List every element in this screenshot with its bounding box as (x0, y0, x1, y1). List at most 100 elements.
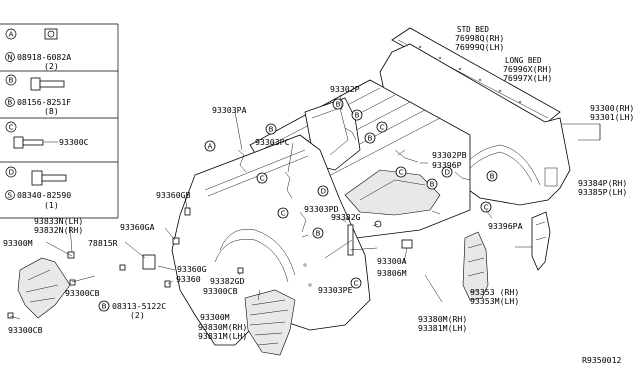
legend-part-d: 08340-82590 (17, 190, 71, 200)
svg-text:C: C (260, 175, 265, 183)
label-93300m-left: 93300M (3, 238, 33, 248)
bolt-icon (164, 280, 171, 288)
label-93353-rh: 93353 (RH) (470, 287, 519, 297)
bed-variant-note: STD BED 76998Q(RH) 76999Q(LH) LONG BED 7… (455, 25, 552, 83)
screw-icon (13, 136, 44, 149)
strap-icon (347, 224, 354, 256)
svg-text:D: D (445, 169, 450, 177)
gate-bracket-right (531, 211, 551, 271)
long-bed-label: LONG BED (505, 56, 542, 65)
rear-inner-panel (462, 231, 489, 301)
label-93396pa: 93396PA (488, 221, 523, 231)
label-93300a: 93300A (377, 256, 407, 266)
legend-part-a: 08918-6082A (17, 52, 71, 62)
std-bed-label: STD BED (457, 25, 489, 34)
fastener-legend: A N 08918-6082A (2) B B 08156-8251F (8) (0, 23, 119, 219)
legend-row-b: B B 08156-8251F (8) (5, 74, 71, 116)
flange-screw-icon (31, 170, 67, 186)
label-93302pb: 93302PB (432, 150, 467, 160)
label-93303pa: 93303PA (212, 105, 247, 115)
label-93300cb-mid: 93300CB (203, 286, 238, 296)
callout-d: D (317, 185, 329, 197)
diagram-reference-code: R9350012 (582, 355, 622, 365)
label-93302p: 93302P (330, 84, 360, 94)
callout-c: C (395, 166, 407, 178)
legend-prefix-b: B (8, 99, 13, 107)
callout-c: C (256, 172, 268, 184)
svg-text:B: B (269, 126, 274, 134)
svg-text:C: C (484, 204, 489, 212)
label-93360ga: 93360GA (120, 222, 155, 232)
legend-row-c: C 93300C (5, 121, 89, 149)
label-93303pc: 93303PC (255, 137, 290, 147)
clip-icon (119, 264, 126, 271)
label-08313-5122c: 08313-5122C (112, 301, 166, 311)
bracket-icon (142, 254, 156, 270)
callout-d: D (441, 166, 453, 178)
callout-b: B (364, 132, 376, 144)
long-bed-lh: 76997X(LH) (503, 73, 552, 83)
wire-harness (237, 127, 471, 233)
part-labels: 93303PA 93302P 93303PC 93302PB 93396P 93… (3, 84, 634, 365)
nut-icon (44, 28, 58, 40)
svg-text:C: C (281, 210, 286, 218)
legend-letter-b: B (9, 77, 14, 85)
label-93806m: 93806M (377, 268, 407, 278)
svg-text:B: B (430, 181, 435, 189)
label-93380m-rh: 93380M(RH) (418, 314, 467, 324)
std-bed-lh: 76999Q(LH) (455, 42, 504, 52)
label-78815r: 78815R (88, 238, 118, 248)
legend-part-b: 08156-8251F (17, 97, 71, 107)
svg-text:B: B (368, 135, 373, 143)
small-hardware (7, 207, 413, 319)
label-93303pe: 93303PE (318, 285, 353, 295)
legend-part-c: 93300C (59, 137, 89, 147)
svg-text:C: C (399, 169, 404, 177)
svg-text:B: B (102, 303, 107, 311)
leader-lines (9, 94, 601, 320)
svg-text:C: C (380, 124, 385, 132)
bolt-icon (30, 77, 65, 91)
legend-prefix-d: S (8, 192, 13, 200)
callout-c: C (480, 201, 492, 213)
callout-c: C (350, 277, 362, 289)
label-93830m-rh: 93830M(RH) (198, 322, 247, 332)
label-93360g: 93360G (177, 264, 207, 274)
clip-icon (184, 207, 191, 216)
callout-b: B (426, 178, 438, 190)
svg-text:B: B (490, 173, 495, 181)
label-93300cb-bottom: 93300CB (8, 325, 43, 335)
svg-text:D: D (321, 188, 326, 196)
label-93300cb-left: 93300CB (65, 288, 100, 298)
label-93385p-lh: 93385P(LH) (578, 187, 627, 197)
legend-qty-d: (1) (44, 200, 59, 210)
callout-b: B (98, 300, 110, 312)
label-93382gd: 93382GD (210, 276, 245, 286)
bracket-icon (401, 239, 413, 249)
callout-b: B (351, 109, 363, 121)
svg-text:C: C (354, 280, 359, 288)
corner-trim-left (17, 257, 71, 319)
legend-prefix-a: N (8, 54, 13, 62)
clip-icon (172, 237, 180, 245)
legend-row-a: A N 08918-6082A (2) (5, 28, 71, 71)
legend-qty-a: (2) (44, 61, 59, 71)
label-93303pd: 93303PD (304, 204, 339, 214)
callout-b: B (265, 123, 277, 135)
callout-a: A (204, 140, 216, 152)
callout-b: B (312, 227, 324, 239)
legend-letter-a: A (9, 31, 14, 39)
label-93353m-lh: 93353M(LH) (470, 296, 519, 306)
label-93833n-lh: 93833N(LH) (34, 216, 83, 226)
label-93831m-lh: 93831M(LH) (198, 331, 247, 341)
clip-icon (237, 267, 244, 274)
label-93382g: 93382G (331, 212, 361, 222)
label-08313-qty: (2) (130, 310, 145, 320)
label-93396p: 93396P (432, 160, 462, 170)
callout-c: C (277, 207, 289, 219)
label-93384p-rh: 93384P(RH) (578, 178, 627, 188)
label-93360: 93360 (176, 274, 201, 284)
svg-text:A: A (208, 143, 213, 151)
svg-text:B: B (316, 230, 321, 238)
